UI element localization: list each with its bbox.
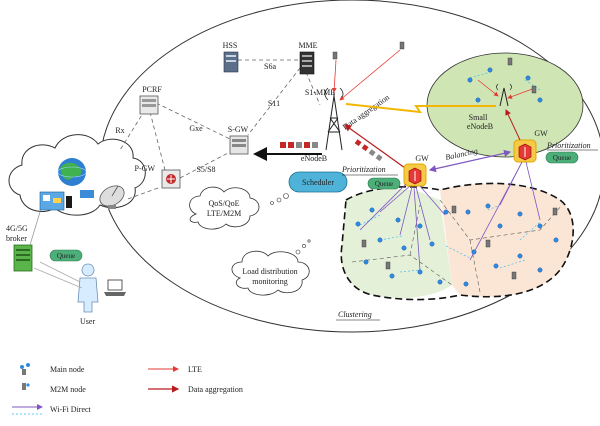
broker-label-line1: 4G/5G	[6, 224, 28, 233]
small-enodeb-label-line2: eNodeB	[467, 122, 493, 131]
satellite-dish-icon	[99, 185, 125, 209]
gw-to-enodeb-aggregation	[344, 124, 406, 169]
scheduler-thought-dots	[270, 193, 289, 205]
clustering-label: Clustering	[338, 310, 372, 319]
wifi-direct-links	[359, 161, 541, 271]
laptop-icon	[104, 279, 126, 296]
legend-m2m-node-icon	[22, 383, 30, 390]
queue-badge-left	[367, 177, 401, 190]
m2m-node-cluster	[355, 67, 559, 287]
mme-label: MME	[298, 41, 317, 50]
sgw-server-icon	[229, 135, 249, 155]
broker-server-icon	[13, 244, 33, 272]
lte-links	[331, 49, 536, 101]
qos-label-line2: LTE/M2M	[207, 209, 241, 218]
pcrf-label: PCRF	[142, 85, 162, 94]
legend-lte-label: LTE	[188, 365, 202, 374]
broker-label-line2: broker	[6, 234, 27, 243]
scheduler-box	[288, 171, 348, 193]
interface-label-s5-s8: S5/S8	[196, 165, 215, 174]
backhaul-link-icon	[345, 103, 496, 114]
user-icon	[77, 263, 99, 313]
load-label-line1: Load distribution	[242, 267, 297, 276]
cluster-dividers	[351, 199, 563, 293]
gw-right-icon	[513, 139, 537, 163]
core-interface-lines	[119, 59, 321, 201]
interface-label-s6a: S6a	[264, 62, 276, 71]
user-links	[33, 261, 83, 289]
gw-left-label: GW	[415, 154, 429, 163]
pgw-router-icon	[161, 169, 181, 189]
pgw-label: P-GW	[135, 164, 156, 173]
enodeb-tower-icon	[324, 87, 344, 151]
legend: Main node M2M node Wi-Fi Direct LTE Data…	[12, 363, 243, 415]
hss-label: HSS	[223, 41, 238, 50]
queue-badge-broker	[49, 249, 83, 262]
aggregation-packets-icon	[354, 139, 383, 162]
enodeb-label: eNodeB	[301, 154, 327, 163]
user-label: User	[80, 317, 95, 326]
interface-label-s1-mme: S1-MME	[305, 88, 335, 97]
legend-wifi-direct-label: Wi-Fi Direct	[50, 405, 92, 414]
pcrf-server-icon	[139, 95, 159, 115]
queue-label-left: Queue	[375, 180, 393, 188]
interface-label-gxe: Gxe	[189, 124, 203, 133]
wifi-direct-dashed-links	[359, 71, 541, 273]
scheduler-label: Scheduler	[302, 178, 334, 187]
cluster-area-left	[341, 188, 452, 298]
load-label-line2: monitoring	[252, 277, 288, 286]
interface-label-s11: S11	[268, 99, 280, 108]
queue-badge-right	[545, 151, 579, 164]
load-distribution-cloud	[231, 250, 310, 296]
gw-left-icon	[403, 163, 427, 187]
gw-right-to-small-enodeb	[505, 109, 521, 141]
legend-main-node-icon	[20, 363, 30, 375]
main-node-devices	[332, 41, 558, 280]
small-enodeb-label-line1: Small	[469, 113, 488, 122]
legend-data-aggregation-label: Data aggregation	[188, 385, 243, 394]
qos-cloud	[189, 186, 260, 230]
data-aggregation-label: Data aggregation	[341, 93, 391, 132]
small-enodeb-icon	[496, 83, 512, 107]
prioritization-right-label: Prioritization	[546, 141, 591, 150]
sgw-label: S-GW	[228, 125, 249, 134]
legend-main-node-label: Main node	[50, 365, 85, 374]
prioritization-left-label: Prioritization	[341, 165, 386, 174]
queue-label-broker: Queue	[57, 252, 75, 260]
queue-label-right: Queue	[553, 154, 571, 162]
hss-server-icon	[223, 51, 239, 73]
devices-icon	[39, 190, 94, 211]
mme-server-icon	[299, 51, 315, 75]
packet-queue-icon	[280, 142, 318, 148]
balancing-arrow	[428, 149, 512, 173]
interface-label-rx: Rx	[115, 126, 124, 135]
legend-m2m-node-label: M2M node	[50, 385, 86, 394]
gw-right-label: GW	[534, 129, 548, 138]
broker-cloud-link	[29, 211, 41, 246]
load-thought-dots	[295, 239, 311, 255]
globe-icon	[57, 158, 87, 186]
qos-label-line1: QoS/QoE	[208, 199, 239, 208]
cluster-area-right	[440, 183, 574, 297]
